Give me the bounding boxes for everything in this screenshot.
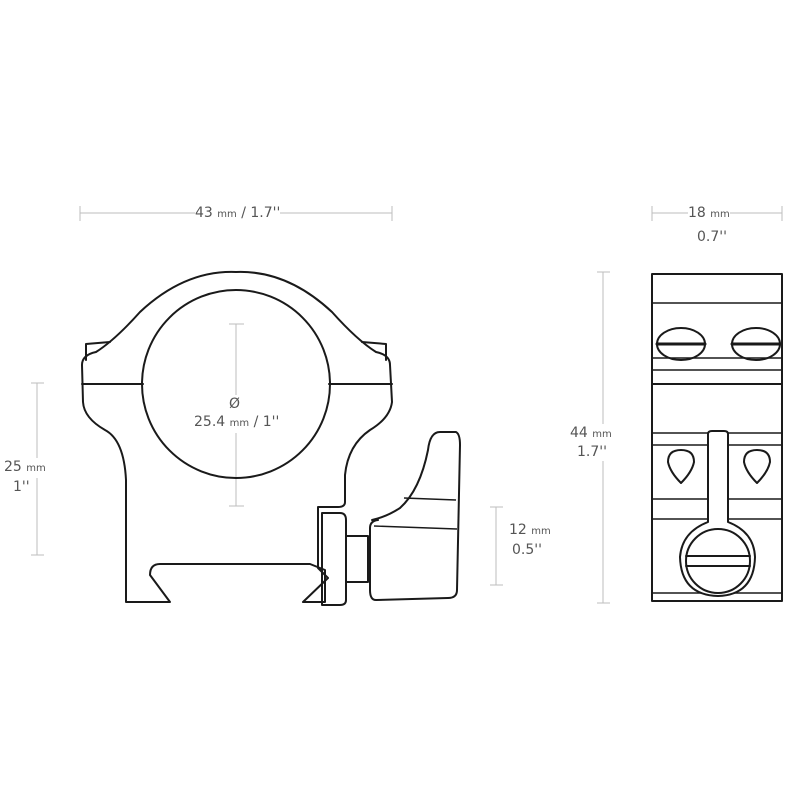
teardrop-left: [667, 449, 695, 484]
lever-height-inch: 0.5'': [512, 541, 542, 559]
screw-right: [730, 327, 782, 361]
diameter-symbol: Ø: [229, 395, 241, 413]
side-width-inch: 0.7'': [697, 228, 727, 246]
front-view-ring: [81, 270, 393, 603]
front-width-label: 43 mm / 1.7'': [195, 204, 281, 224]
lever-height-label: 12 mm: [509, 521, 551, 541]
diameter-label: 25.4 mm / 1'': [194, 413, 280, 433]
side-view: [651, 273, 783, 602]
side-height-inch: 1.7'': [577, 443, 607, 461]
lever-side: [679, 430, 756, 597]
side-width-label: 18 mm: [688, 204, 730, 224]
lever-clamp: [321, 431, 461, 606]
dimension-lever: [490, 506, 503, 586]
screw-left: [655, 327, 707, 361]
side-height-label: 44 mm: [570, 424, 612, 444]
teardrop-right: [743, 449, 771, 484]
front-height-label: 25 mm: [4, 458, 46, 478]
front-height-inch: 1'': [13, 478, 30, 496]
